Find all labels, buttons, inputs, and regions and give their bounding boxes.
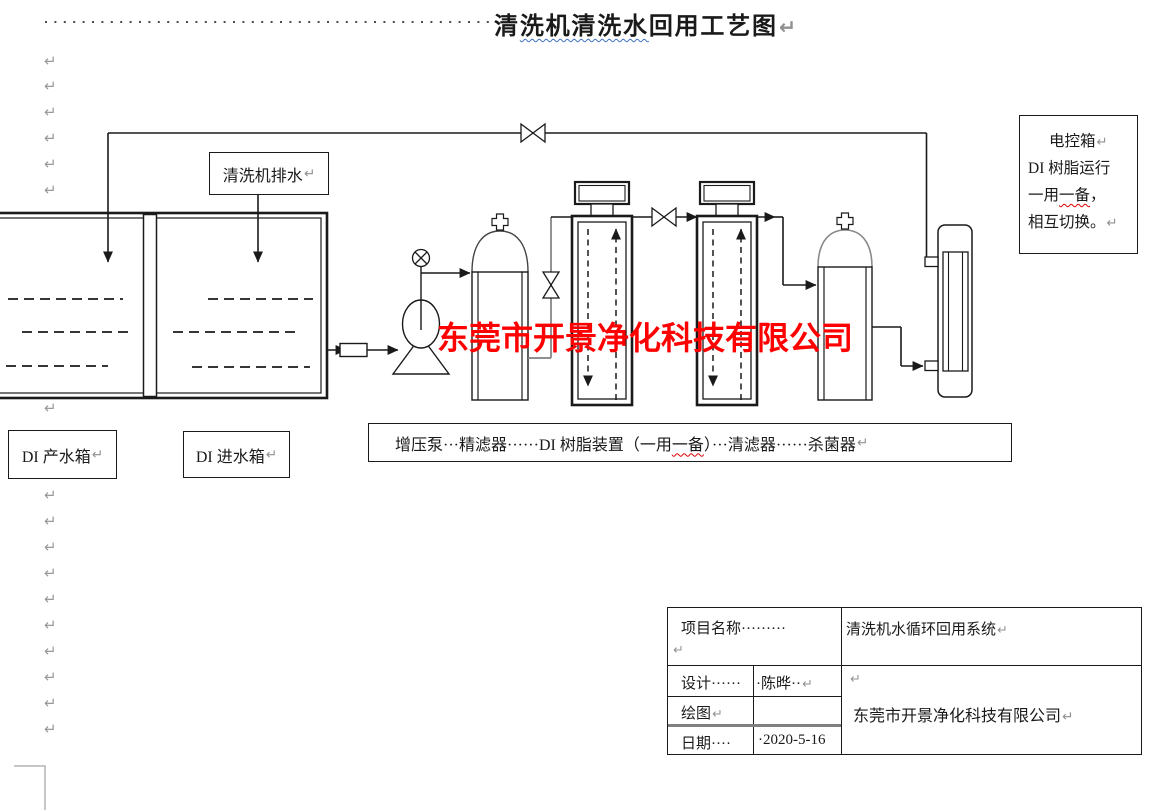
company-name: 东莞市开景净化科技有限公司↵ — [853, 708, 1074, 725]
paragraph-mark: ↵ — [850, 672, 861, 687]
paragraph-mark: ↵ — [44, 694, 57, 712]
paragraph-mark: ↵ — [44, 52, 57, 70]
paragraph-mark: ↵ — [44, 77, 57, 95]
title-text: 清 — [494, 14, 520, 40]
equipment-strip-misspell: 一备 — [671, 436, 704, 454]
design-value: ·陈晔··↵ — [756, 676, 813, 692]
equipment-strip-label: ）···清滤器······杀菌器 — [703, 436, 856, 454]
water-tanks — [0, 211, 329, 400]
page-title[interactable]: 清洗机清洗水回用工艺图↵ — [494, 6, 798, 41]
fine-filter-vessel — [471, 230, 529, 401]
table-divider — [841, 608, 843, 754]
paragraph-mark: ↵ — [91, 446, 104, 463]
return-pipe — [103, 132, 928, 263]
water-level-lines — [0, 298, 313, 368]
paragraph-mark: ↵ — [44, 512, 57, 530]
drain-label: 清洗机排水 — [222, 167, 303, 185]
paragraph-mark: ↵ — [44, 129, 57, 147]
paragraph-mark: ↵ — [802, 677, 813, 692]
date-value: ·2020-5-16 — [758, 732, 826, 748]
sterilizer-unit — [924, 224, 973, 398]
date-label: 日期···· — [681, 736, 731, 752]
paragraph-mark: ↵ — [44, 155, 57, 173]
paragraph-mark: ↵ — [44, 642, 57, 660]
title-block-table[interactable]: 项目名称········· ↵ 清洗机水循环回用系统↵ 设计······ ·陈晔… — [667, 607, 1142, 755]
control-box-line: 一用一备， — [1028, 187, 1106, 204]
paragraph-mark: ↵ — [265, 446, 278, 463]
table-row-line — [668, 696, 841, 698]
project-name-value: 清洗机水循环回用系统↵ — [846, 622, 1008, 638]
control-box-note[interactable]: 电控箱↵ DI 树脂运行 一用一备， 相互切换。↵ — [1019, 115, 1138, 254]
title-text: 回用工艺图 — [648, 14, 778, 40]
paragraph-mark: ↵ — [44, 720, 57, 738]
paragraph-mark: ↵ — [712, 707, 723, 722]
di-column-2 — [695, 180, 759, 407]
drain-label-box[interactable]: 清洗机排水↵ — [209, 152, 329, 195]
tank-left-label-box[interactable]: DI 产水箱↵ — [8, 430, 117, 479]
margin-corner-mark — [14, 765, 46, 810]
paragraph-mark: ↵ — [44, 103, 57, 121]
tank-right-label-box[interactable]: DI 进水箱↵ — [183, 431, 290, 478]
paragraph-mark: ↵ — [44, 399, 57, 417]
paragraph-mark: ↵ — [44, 538, 57, 556]
control-box-line: DI 树脂运行 — [1028, 160, 1111, 177]
equipment-strip-label: 增压泵···精滤器······DI 树脂装置（一用 — [395, 436, 672, 454]
draw-label: 绘图↵ — [681, 706, 723, 722]
design-label: 设计······ — [681, 676, 741, 692]
paragraph-mark: ↵ — [1106, 216, 1118, 231]
paragraph-mark: ↵ — [44, 181, 57, 199]
paragraph-mark: ↵ — [1096, 135, 1108, 150]
title-misspelled-text: 洗机清洗水 — [519, 14, 649, 40]
paragraph-mark: ↵ — [44, 486, 57, 504]
paragraph-mark: ↵ — [44, 590, 57, 608]
paragraph-mark: ↵ — [1062, 709, 1074, 725]
paragraph-mark: ↵ — [303, 165, 316, 182]
table-row-line — [668, 665, 1141, 667]
intercolumn-valve-icon — [651, 206, 677, 228]
paragraph-mark: ↵ — [44, 668, 57, 686]
riser-valve-icon — [541, 271, 561, 299]
watermark: 东莞市开景净化科技有限公司 — [437, 320, 854, 356]
paragraph-mark: ↵ — [997, 623, 1008, 638]
paragraph-mark: ↵ — [778, 15, 798, 39]
pressure-gauge-icon — [411, 248, 431, 268]
table-divider — [753, 665, 755, 754]
control-box-line: 电控箱↵ — [1049, 133, 1108, 150]
control-box-line: 相互切换。↵ — [1028, 214, 1118, 231]
table-row-line-thick — [668, 724, 841, 727]
tank-right-label: DI 进水箱 — [195, 448, 265, 466]
paragraph-mark: ↵ — [673, 643, 684, 658]
tank-left-label: DI 产水箱 — [21, 448, 91, 466]
vent-icon — [491, 213, 509, 231]
paragraph-mark: ↵ — [856, 434, 869, 451]
pump-icon — [391, 267, 451, 375]
equipment-strip-box[interactable]: 增压泵···精滤器······DI 树脂装置（一用一备）···清滤器······… — [368, 423, 1012, 462]
project-name-label: 项目名称········· — [681, 621, 786, 637]
tank-outlet-pipe — [327, 342, 399, 358]
paragraph-mark: ↵ — [44, 564, 57, 582]
vent-icon — [836, 212, 854, 230]
clean-filter-vessel — [817, 229, 873, 401]
paragraph-mark: ↵ — [44, 616, 57, 634]
sterilizer-feed-pipe — [872, 326, 924, 371]
di-column-1 — [570, 180, 634, 407]
return-valve-icon — [520, 122, 546, 144]
